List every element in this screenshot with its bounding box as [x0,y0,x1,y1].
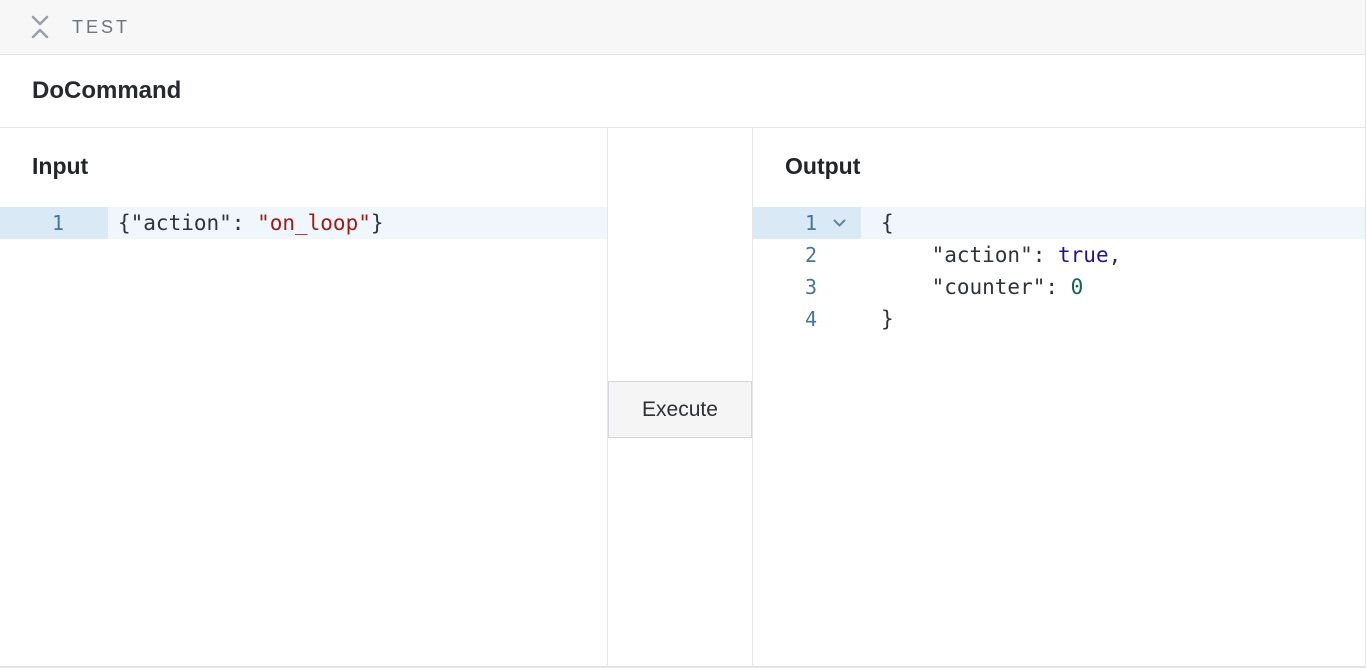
line-number: 1 [51,211,64,235]
editor-gutter: 4 [753,303,861,335]
execute-column: Execute [608,128,752,666]
code-text: } [881,307,894,331]
test-panel-body: Input 1 {"action": "on_loop"} Execute Out… [0,128,1365,668]
fold-gutter-spacer [64,207,108,239]
code-text: "counter": 0 [881,275,1084,299]
code-line[interactable]: 2 "action": true, [753,239,1365,271]
fold-gutter-spacer [817,239,861,271]
code-text: {"action": "on_loop"} [118,211,384,235]
output-panel: Output 1{2 "action": true,3 "counter": 0… [752,128,1365,666]
test-section-label: TEST [72,16,131,37]
code-line[interactable]: 4} [753,303,1365,335]
editor-gutter: 1 [753,207,861,239]
editor-gutter: 2 [753,239,861,271]
command-title-row: DoCommand [0,55,1365,128]
fold-toggle-icon[interactable] [817,207,861,239]
collapse-vertical-icon [29,14,51,40]
line-number: 3 [804,275,817,299]
line-number: 4 [804,307,817,331]
code-text: "action": true, [881,243,1122,267]
input-panel: Input 1 {"action": "on_loop"} [0,128,608,666]
editor-gutter: 3 [753,271,861,303]
command-title: DoCommand [32,77,182,104]
input-panel-title: Input [32,153,89,179]
test-section-header: TEST [0,0,1365,55]
fold-gutter-spacer [817,303,861,335]
fold-gutter-spacer [817,271,861,303]
execute-button[interactable]: Execute [608,381,752,438]
input-code-editor[interactable]: 1 {"action": "on_loop"} [0,207,607,239]
code-line[interactable]: 1{ [753,207,1365,239]
collapse-section-button[interactable] [28,13,52,41]
code-line[interactable]: 1 {"action": "on_loop"} [0,207,607,239]
editor-gutter: 1 [0,207,108,239]
output-panel-title: Output [785,153,861,179]
line-number: 1 [804,211,817,235]
code-line[interactable]: 3 "counter": 0 [753,271,1365,303]
code-text: { [881,211,894,235]
line-number: 2 [804,243,817,267]
